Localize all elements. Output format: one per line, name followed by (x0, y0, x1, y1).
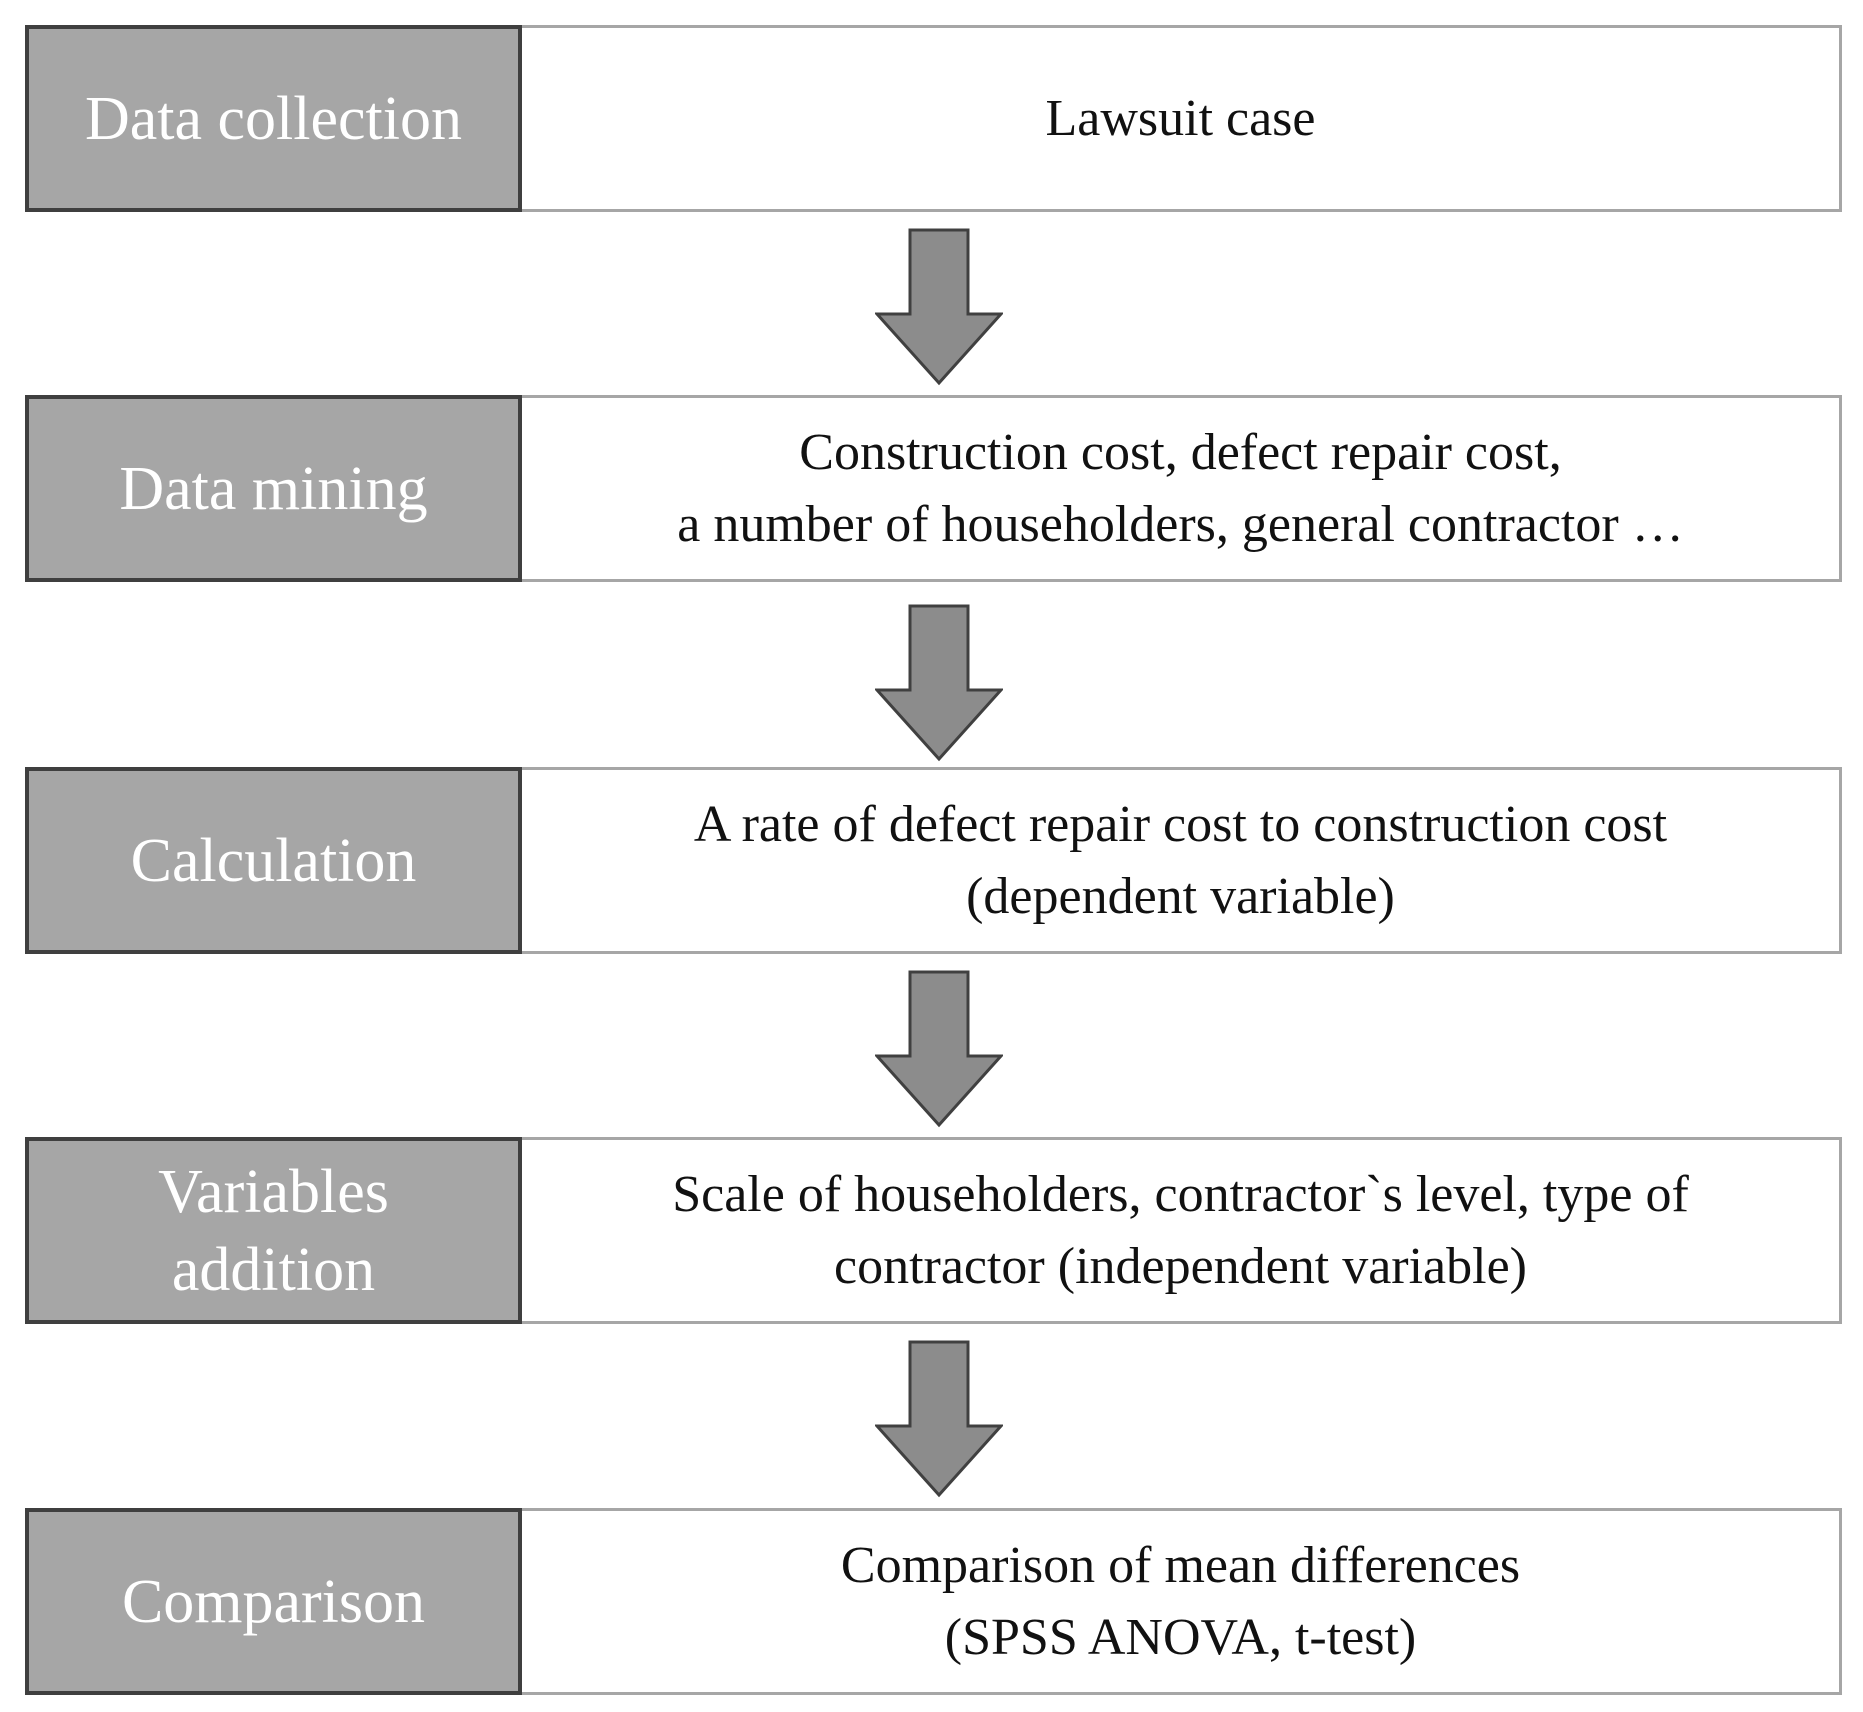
step-label-box: Comparison (25, 1508, 522, 1695)
step-content-box: Scale of householders, contractor`s leve… (522, 1137, 1842, 1324)
step-content: Construction cost, defect repair cost, a… (677, 423, 1684, 553)
step-label-box: Data mining (25, 395, 522, 582)
step-label: Comparison (121, 1567, 426, 1636)
step-content-box: Comparison of mean differences (SPSS ANO… (522, 1508, 1842, 1695)
step-content: A rate of defect repair cost to construc… (693, 795, 1668, 925)
down-arrow-icon (875, 228, 1003, 386)
step-content: Scale of householders, contractor`s leve… (672, 1165, 1689, 1295)
step-variables-addition: Variables addition Scale of householders… (25, 1137, 1842, 1324)
step-content-box: Lawsuit case (522, 25, 1842, 212)
down-arrow-icon (875, 1340, 1003, 1498)
down-arrow-icon (875, 970, 1003, 1128)
step-label-box: Calculation (25, 767, 522, 954)
step-label: Calculation (130, 826, 417, 895)
step-data-collection: Data collection Lawsuit case (25, 25, 1842, 212)
step-data-mining: Data mining Construction cost, defect re… (25, 395, 1842, 582)
step-label: Variables addition (158, 1157, 389, 1304)
down-arrow-icon (875, 604, 1003, 762)
step-calculation: Calculation A rate of defect repair cost… (25, 767, 1842, 954)
step-content-box: Construction cost, defect repair cost, a… (522, 395, 1842, 582)
step-label-box: Variables addition (25, 1137, 522, 1324)
step-label-box: Data collection (25, 25, 522, 212)
step-label: Data collection (85, 84, 462, 153)
step-label: Data mining (119, 454, 428, 523)
step-content: Lawsuit case (1045, 89, 1316, 147)
step-content: Comparison of mean differences (SPSS ANO… (840, 1536, 1521, 1666)
step-comparison: Comparison Comparison of mean difference… (25, 1508, 1842, 1695)
step-content-box: A rate of defect repair cost to construc… (522, 767, 1842, 954)
